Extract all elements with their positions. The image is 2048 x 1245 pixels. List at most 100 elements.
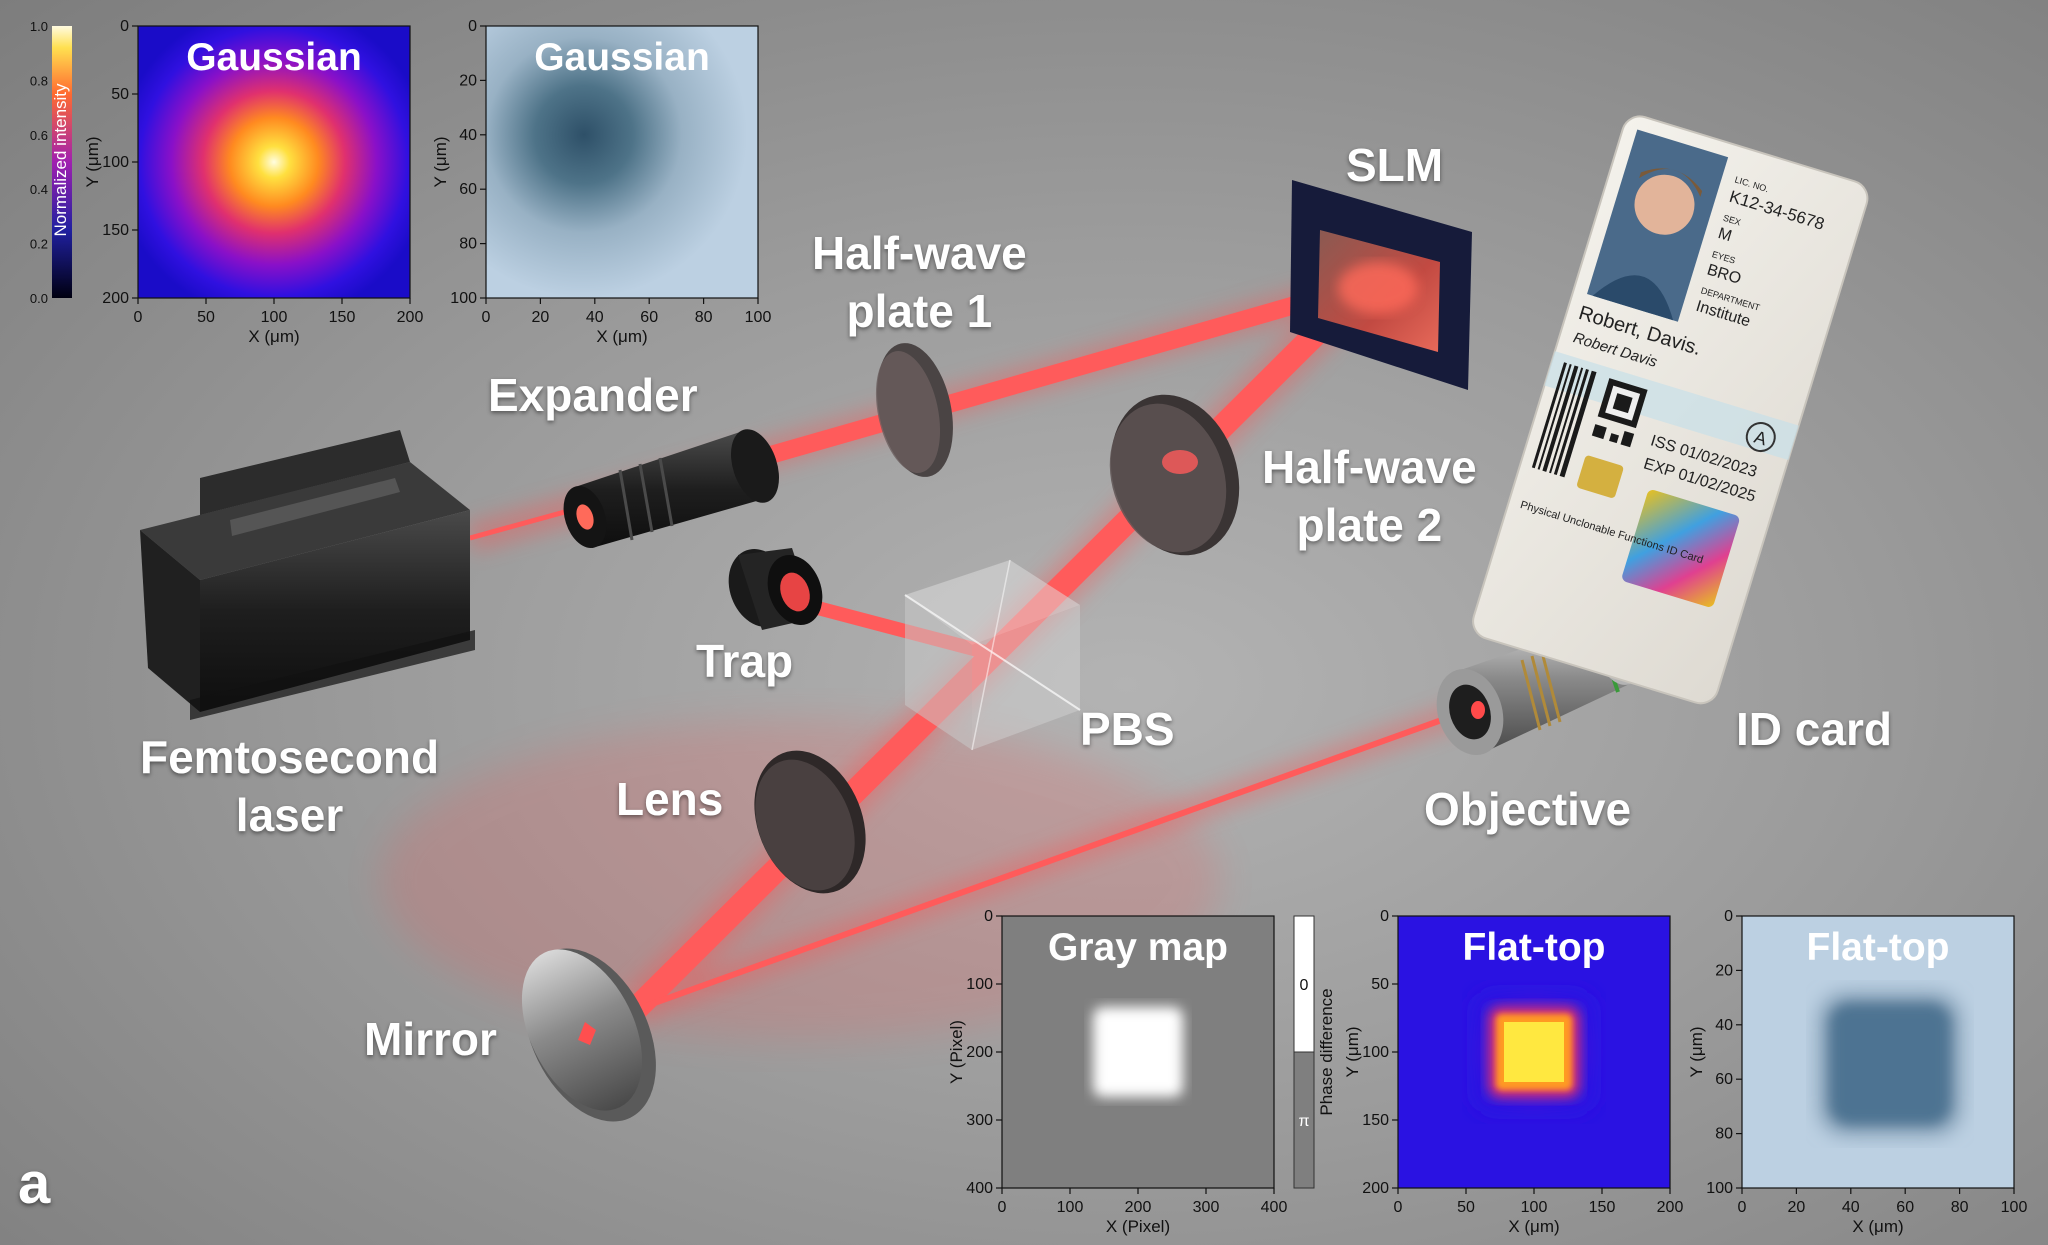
label-lens: Lens <box>616 773 724 825</box>
chart-title: Gaussian <box>534 36 710 79</box>
y-tick-label: 50 <box>111 86 129 103</box>
id-card: LIC. NO. K12-34-5678 SEX M EYES BRO DEPA… <box>1472 115 1869 705</box>
y-tick-label: 40 <box>1715 1017 1733 1034</box>
label-id-card: ID card <box>1736 703 1892 755</box>
colorbar-tick-label: 0.8 <box>30 73 48 88</box>
chart-gaussian-simulated: 1.00.80.60.40.20.0 Normalized intensity … <box>30 18 424 346</box>
colorbar-tick-label: 1.0 <box>30 19 48 34</box>
y-tick-label: 20 <box>1715 962 1733 979</box>
chart-title: Flat-top <box>1463 926 1606 969</box>
y-tick-label: 100 <box>1362 1044 1389 1061</box>
y-tick-label: 0 <box>1724 908 1733 925</box>
x-tick-label: 100 <box>1057 1199 1084 1216</box>
panel-label: a <box>18 1151 51 1216</box>
y-tick-label: 0 <box>1380 908 1389 925</box>
x-tick-label: 150 <box>1589 1199 1616 1216</box>
y-tick-label: 100 <box>450 290 477 307</box>
x-tick-label: 200 <box>1657 1199 1684 1216</box>
half-wave-plate-1 <box>875 343 953 477</box>
x-tick-label: 0 <box>134 309 143 326</box>
x-tick-label: 200 <box>397 309 424 326</box>
x-tick-label: 60 <box>1896 1199 1914 1216</box>
y-axis-label: Y (μm) <box>431 136 450 187</box>
flat-top-core <box>1504 1022 1564 1082</box>
x-tick-label: 50 <box>197 309 215 326</box>
femtosecond-laser <box>140 430 475 720</box>
id-barcode <box>1531 362 1597 478</box>
colorbar-tick-zero: 0 <box>1300 977 1309 994</box>
y-tick-label: 100 <box>102 154 129 171</box>
label-half-wave-plate-2: Half-wave plate 2 <box>1262 441 1477 551</box>
x-tick-label: 300 <box>1193 1199 1220 1216</box>
y-tick-label: 150 <box>102 222 129 239</box>
x-tick-label: 40 <box>586 309 604 326</box>
x-tick-label: 0 <box>998 1199 1007 1216</box>
y-tick-label: 150 <box>1362 1112 1389 1129</box>
label-expander: Expander <box>488 369 698 421</box>
x-tick-label: 100 <box>261 309 288 326</box>
colorbar-tick-pi: π <box>1298 1113 1309 1130</box>
x-tick-label: 400 <box>1261 1199 1288 1216</box>
mirror <box>521 948 656 1122</box>
y-tick-label: 20 <box>459 72 477 89</box>
plot-frame <box>485 25 759 299</box>
x-axis-label: X (μm) <box>1852 1217 1903 1236</box>
y-tick-label: 300 <box>966 1112 993 1129</box>
heatmap-image <box>138 26 410 298</box>
id-class-badge: A <box>1752 427 1769 450</box>
x-tick-label: 40 <box>1842 1199 1860 1216</box>
chart-title: Flat-top <box>1807 926 1950 969</box>
y-tick-label: 80 <box>1715 1126 1733 1143</box>
chart-title: Gray map <box>1048 926 1228 969</box>
x-axis-label: X (Pixel) <box>1106 1217 1170 1236</box>
label-femtosecond-laser: Femtosecond laser <box>140 731 440 841</box>
x-tick-label: 80 <box>695 309 713 326</box>
y-tick-label: 40 <box>459 127 477 144</box>
colorbar-ticks: 1.00.80.60.40.20.0 <box>30 19 48 306</box>
y-axis-label: Y (μm) <box>1343 1026 1362 1077</box>
label-trap: Trap <box>696 635 794 687</box>
x-tick-label: 150 <box>329 309 356 326</box>
beam-trap <box>728 548 823 630</box>
y-tick-label: 0 <box>120 18 129 35</box>
plot-frame <box>1741 915 2015 1189</box>
y-tick-label: 60 <box>1715 1071 1733 1088</box>
x-tick-label: 100 <box>2001 1199 2028 1216</box>
x-tick-label: 100 <box>745 309 772 326</box>
x-axis-label: X (μm) <box>248 327 299 346</box>
colorbar <box>52 26 72 298</box>
y-tick-label: 80 <box>459 236 477 253</box>
y-axis-label: Y (Pixel) <box>947 1020 966 1084</box>
y-tick-label: 50 <box>1371 976 1389 993</box>
y-tick-label: 400 <box>966 1180 993 1197</box>
y-tick-label: 200 <box>1362 1180 1389 1197</box>
y-tick-label: 0 <box>984 908 993 925</box>
x-tick-label: 60 <box>640 309 658 326</box>
y-tick-label: 200 <box>966 1044 993 1061</box>
phase-square <box>1093 1007 1183 1097</box>
x-tick-label: 0 <box>482 309 491 326</box>
beam-expander <box>563 429 779 549</box>
id-qr-code <box>1591 378 1648 448</box>
x-axis-label: X (μm) <box>1508 1217 1559 1236</box>
x-tick-label: 200 <box>1125 1199 1152 1216</box>
y-axis-label: Y (μm) <box>83 136 102 187</box>
y-tick-label: 100 <box>1706 1180 1733 1197</box>
x-axis-label: X (μm) <box>596 327 647 346</box>
label-slm: SLM <box>1346 139 1444 191</box>
x-tick-label: 0 <box>1394 1199 1403 1216</box>
x-tick-label: 0 <box>1738 1199 1747 1216</box>
colorbar <box>1293 1051 1315 1189</box>
colorbar-tick-label: 0.4 <box>30 182 48 197</box>
x-tick-label: 80 <box>1951 1199 1969 1216</box>
